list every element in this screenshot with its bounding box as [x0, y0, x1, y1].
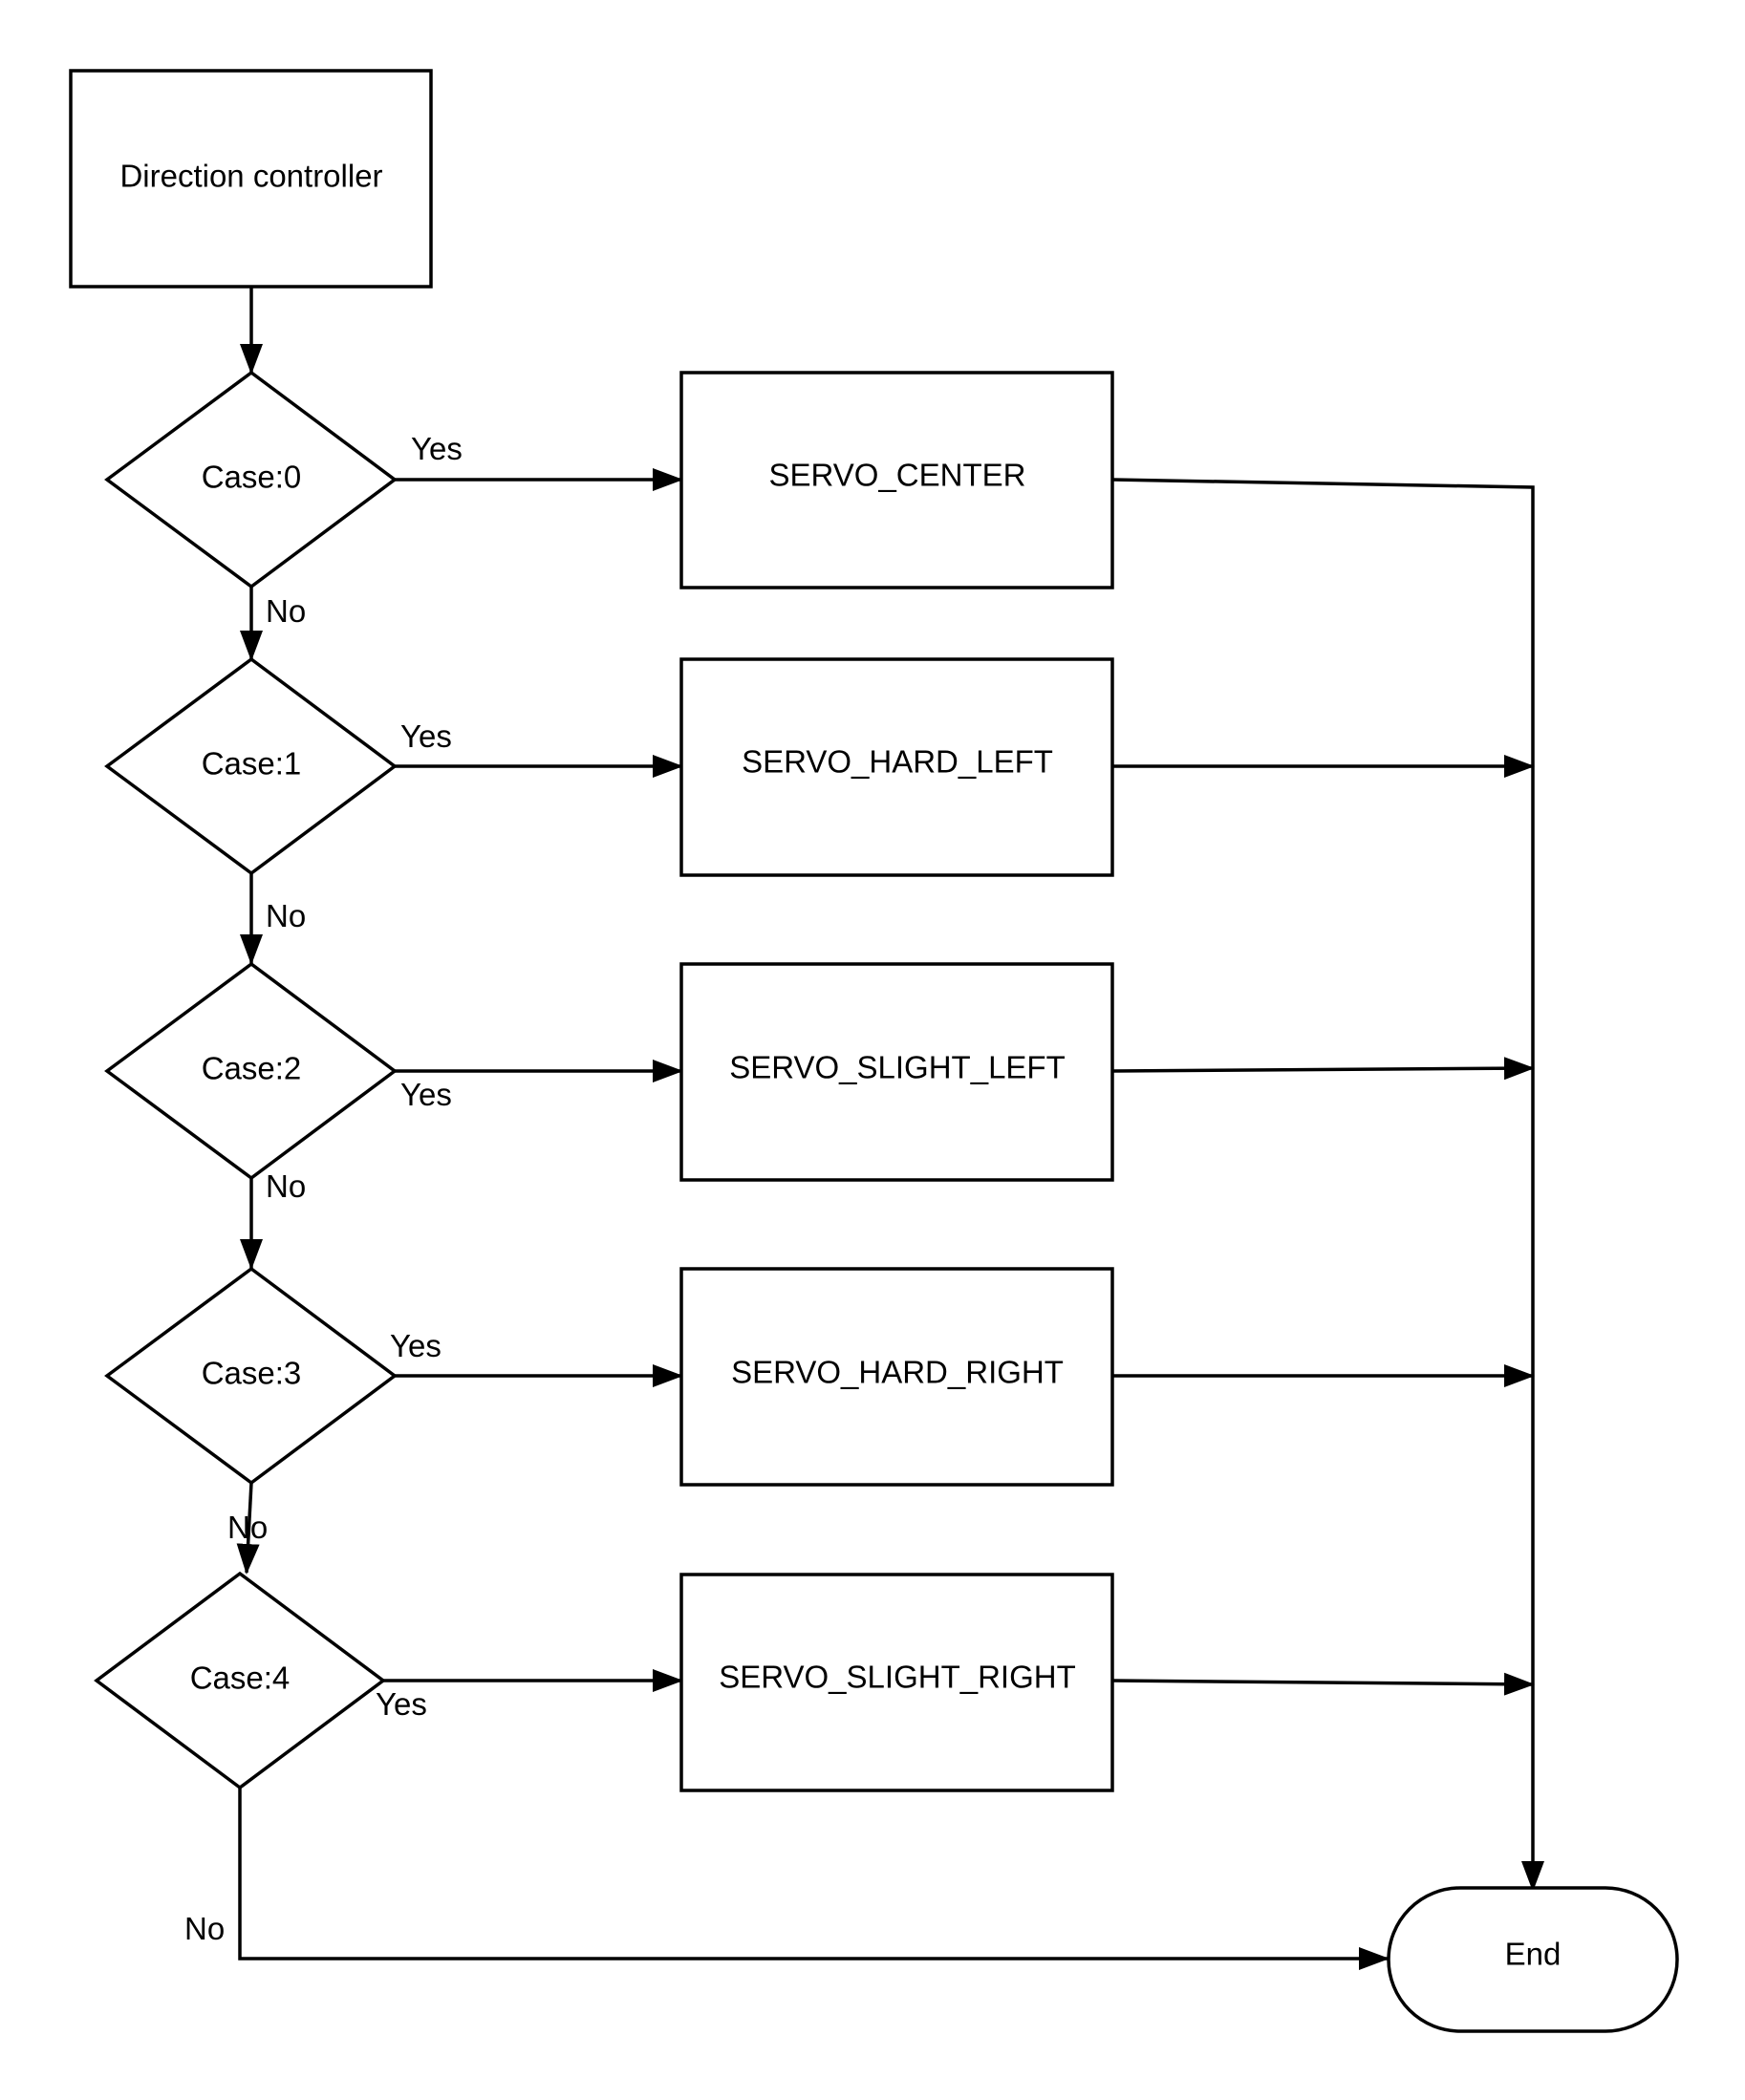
process-label: SERVO_SLIGHT_LEFT	[729, 1050, 1066, 1085]
edge-slight-left-to-trunk	[1111, 1057, 1535, 1081]
decision-case1: Case:1	[104, 656, 398, 876]
decision-case0: Case:0	[104, 370, 398, 589]
process-servo-slight-right: SERVO_SLIGHT_RIGHT	[679, 1573, 1114, 1792]
decision-case4: Case:4	[94, 1571, 386, 1790]
decision-label: Case:3	[202, 1356, 302, 1391]
decision-case2: Case:2	[104, 961, 398, 1181]
end-label: End	[1505, 1937, 1562, 1972]
start-label: Direction controller	[119, 159, 382, 194]
process-box	[679, 371, 1114, 589]
edge-slight-right-to-trunk	[1111, 1672, 1535, 1696]
edge-label-case1-no: No	[266, 898, 306, 933]
edge-label-case4-no: No	[184, 1911, 225, 1946]
decision-case3: Case:3	[104, 1266, 398, 1486]
edge-label-case0-yes: Yes	[411, 431, 463, 466]
edge-label-case0-no: No	[266, 593, 306, 629]
process-servo-center: SERVO_CENTER	[679, 371, 1114, 589]
edge-labels: Yes No Yes No Yes No Yes No Yes No	[184, 431, 463, 1946]
process-label: SERVO_CENTER	[769, 458, 1026, 493]
decision-diamond	[104, 370, 398, 589]
decision-label: Case:1	[202, 746, 302, 782]
edge-center-to-end	[1111, 478, 1544, 1892]
process-box	[679, 1573, 1114, 1792]
start-box	[69, 69, 433, 289]
start-node: Direction controller	[69, 69, 433, 289]
process-box	[679, 657, 1114, 877]
end-terminal	[1387, 1886, 1679, 2033]
decision-diamond	[104, 1266, 398, 1486]
edge-label-case2-yes: Yes	[400, 1077, 452, 1112]
process-box	[679, 962, 1114, 1182]
end-node: End	[1387, 1886, 1679, 2033]
decision-diamond	[104, 961, 398, 1181]
decision-label: Case:0	[202, 460, 302, 495]
decision-label: Case:4	[190, 1661, 291, 1696]
process-label: SERVO_SLIGHT_RIGHT	[719, 1660, 1076, 1695]
edge-label-case3-no: No	[227, 1510, 268, 1545]
process-servo-slight-left: SERVO_SLIGHT_LEFT	[679, 962, 1114, 1182]
edge-case3-no	[236, 1482, 260, 1575]
edge-label-case3-yes: Yes	[390, 1328, 442, 1363]
process-label: SERVO_HARD_LEFT	[742, 744, 1053, 780]
process-label: SERVO_HARD_RIGHT	[731, 1355, 1064, 1390]
process-box	[679, 1267, 1114, 1487]
edge-label-case2-no: No	[266, 1168, 306, 1204]
edge-case4-no	[238, 1788, 1390, 1970]
decision-diamond	[104, 656, 398, 876]
decision-label: Case:2	[202, 1051, 302, 1086]
edge-label-case4-yes: Yes	[376, 1686, 427, 1722]
process-servo-hard-right: SERVO_HARD_RIGHT	[679, 1267, 1114, 1487]
decision-diamond	[94, 1571, 386, 1790]
process-servo-hard-left: SERVO_HARD_LEFT	[679, 657, 1114, 877]
edge-label-case1-yes: Yes	[400, 718, 452, 754]
connectors	[236, 287, 1544, 1970]
